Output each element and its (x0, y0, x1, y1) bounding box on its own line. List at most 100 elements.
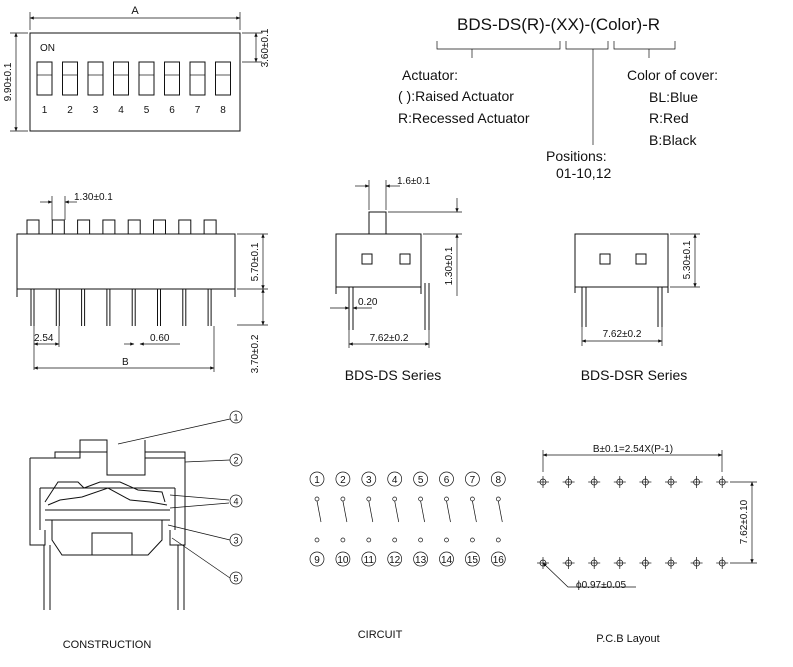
ds-window-left (361, 253, 373, 265)
switch-slot (164, 61, 180, 96)
callout-circle (229, 533, 243, 547)
switch-number: 5 (144, 105, 150, 116)
dim-pin-length-label: 3.70±0.2 (250, 334, 261, 373)
ds-dim-actuator-width-label: 1.6±0.1 (397, 176, 431, 187)
circuit-caption: CIRCUIT (358, 629, 403, 641)
ds-dim-offset-label: 0.20 (358, 297, 378, 308)
circuit-top-circle (309, 471, 325, 487)
dim-pitch-top-label: 1.30±0.1 (74, 192, 113, 203)
callout-circle (229, 494, 243, 508)
circuit-terminal (495, 537, 501, 543)
circuit-terminal (470, 537, 475, 543)
switch-number: 2 (67, 105, 73, 116)
circuit-top-circle (387, 471, 403, 487)
pcb-view: B±0.1=2.54X(P-1) 7.62±0.10 ϕ0.97±0.05 P.… (537, 444, 757, 645)
circuit-contact (316, 500, 322, 523)
circuit-bottom-circle (490, 551, 506, 567)
dim-body-height-label: 5.70±0.1 (250, 242, 261, 281)
switch-slot (138, 61, 155, 96)
circuit-terminal (392, 537, 398, 543)
actuator-title: Actuator: (402, 67, 458, 83)
dsr-window-right (635, 253, 647, 265)
actuator-raised: ( ):Raised Actuator (398, 88, 514, 104)
circuit-terminal (314, 537, 320, 543)
front-view: 1.30±0.1 5.70±0.1 3.70±0.2 2.54 0.60 B (16, 192, 268, 373)
circuit-terminal (340, 496, 346, 502)
circuit-bottom-number: 13 (415, 555, 427, 566)
dim-pin-pitch-label: 2.54 (34, 333, 54, 344)
circuit-top-circle (335, 471, 351, 487)
circuit-contact (420, 500, 425, 523)
actuator-top (77, 219, 91, 235)
dim-height-label: 9.90±0.1 (3, 62, 14, 101)
switch-slot (189, 61, 206, 96)
dsr-dim-height-label: 5.30±0.1 (682, 240, 693, 279)
circuit-top-number: 7 (470, 475, 476, 486)
callout-number: 2 (233, 456, 238, 466)
part-number-legend: BDS-DS(R)-(XX)-(Color)-R Actuator: ( ):R… (398, 15, 718, 181)
circuit-bottom-number: 16 (493, 555, 505, 566)
ds-body (335, 233, 422, 288)
circuit-top-number: 5 (418, 475, 424, 486)
actuator-top (127, 219, 141, 235)
circuit-bottom-number: 14 (441, 555, 453, 566)
ds-series-view: 1.6±0.1 1.30±0.1 0.20 7.62±0.2 BDS-DS Se… (330, 176, 462, 383)
circuit-terminal (444, 537, 449, 543)
pcb-dim-row-label: 7.62±0.10 (739, 499, 750, 544)
circuit-top-circle (361, 471, 377, 487)
circuit-bottom-number: 10 (337, 555, 349, 566)
ds-window-right (399, 253, 411, 265)
circuit-bottom-circle (387, 551, 403, 567)
circuit-bottom-circle (439, 551, 454, 567)
actuator-recessed: R:Recessed Actuator (398, 110, 530, 126)
circuit-contact (497, 500, 503, 523)
circuit-bottom-circle (413, 551, 428, 567)
circuit-bottom-circle (361, 551, 377, 567)
circuit-top-number: 4 (392, 475, 398, 486)
circuit-bottom-circle (309, 551, 325, 567)
circuit-terminal (366, 537, 372, 543)
circuit-contact (342, 500, 348, 523)
ds-dim-actuator-height-label: 1.30±0.1 (444, 246, 455, 285)
callout-number: 3 (233, 536, 238, 546)
switch-slot (215, 61, 231, 96)
cover-color-blue: BL:Blue (649, 89, 698, 105)
cover-color-title: Color of cover: (627, 67, 718, 83)
circuit-top-circle (490, 471, 506, 487)
circuit-contact (446, 500, 451, 523)
actuator-top (153, 219, 166, 235)
part-number: BDS-DS(R)-(XX)-(Color)-R (457, 15, 660, 34)
circuit-terminal (444, 496, 449, 502)
circuit-top-number: 3 (366, 475, 372, 486)
dim-a-label: A (131, 5, 139, 17)
circuit-terminal (340, 537, 346, 543)
circuit-bottom-number: 12 (389, 555, 401, 566)
dim-switch-label: 3.60±0.1 (260, 28, 271, 67)
switch-number: 3 (93, 105, 99, 116)
circuit-top-number: 6 (444, 475, 450, 486)
callout-number: 5 (233, 574, 238, 584)
pcb-caption: P.C.B Layout (596, 633, 659, 645)
callout-circle (229, 410, 243, 424)
dsr-dim-row-spacing-label: 7.62±0.2 (603, 329, 642, 340)
circuit-top-number: 2 (340, 475, 346, 486)
dsr-window-left (599, 253, 611, 265)
dsr-series-label: BDS-DSR Series (581, 367, 688, 383)
circuit-bottom-circle (335, 551, 351, 567)
dsr-body (574, 233, 669, 288)
circuit-contact (394, 500, 400, 523)
switch-number: 8 (220, 105, 226, 116)
callout-circle (229, 453, 243, 467)
ds-dim-row-spacing-label: 7.62±0.2 (370, 333, 409, 344)
switch-number: 7 (195, 105, 201, 116)
positions-title: Positions: (546, 148, 607, 164)
circuit-terminal (495, 496, 501, 502)
top-view-body (29, 32, 241, 132)
circuit-bottom-number: 9 (314, 555, 320, 566)
circuit-top-circle (439, 471, 454, 487)
circuit-terminal (366, 496, 372, 502)
actuator-top (102, 219, 116, 235)
ds-actuator (368, 211, 387, 235)
